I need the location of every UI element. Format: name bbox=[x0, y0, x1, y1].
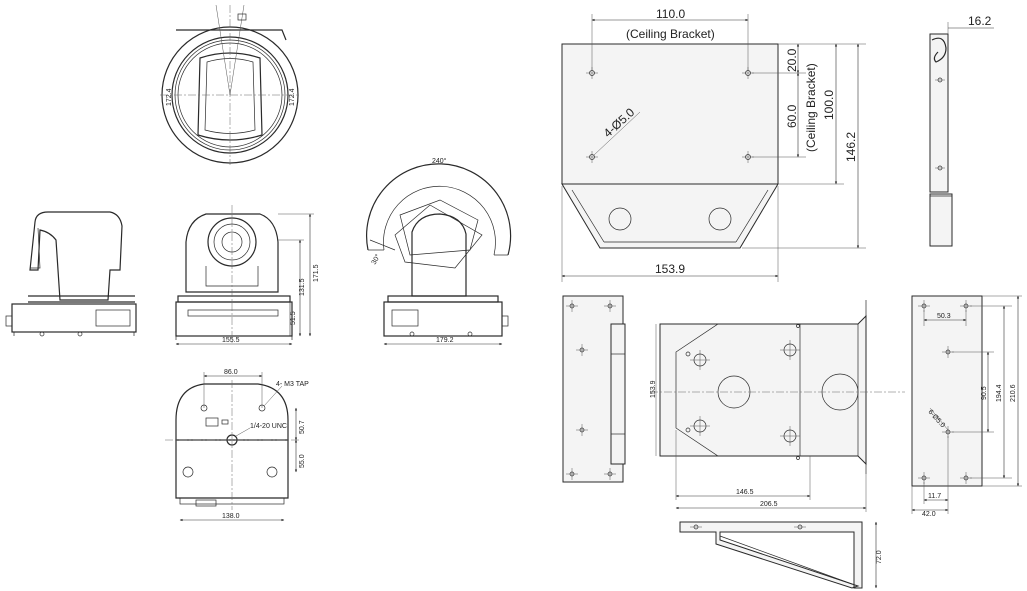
ceiling-side-thickness: 16.2 bbox=[968, 14, 992, 28]
wall-bracket-top-view: 153.9 146.5 206.5 bbox=[650, 300, 905, 512]
bottom-dim-a: 50.7 bbox=[299, 420, 306, 434]
bottom-unc-label: 1/4-20 UNC bbox=[250, 423, 287, 430]
front-height-total: 171.5 bbox=[313, 264, 320, 282]
top-dim-left: 172.4 bbox=[166, 88, 173, 106]
ceiling-hole-spacing: 110.0 bbox=[656, 7, 685, 21]
ceiling-bracket-side: 16.2 bbox=[929, 14, 994, 247]
top-dim-right: 172.4 bbox=[289, 88, 296, 106]
bottom-width: 138.0 bbox=[222, 513, 240, 520]
wall-inner-width: 146.5 bbox=[736, 489, 754, 496]
wall-plate-vert-a: 90.5 bbox=[981, 386, 988, 400]
wall-top-holes bbox=[685, 324, 800, 460]
bottom-top-width: 86.0 bbox=[224, 369, 238, 376]
camera-top-view: 172.4 172.4 bbox=[160, 4, 300, 165]
wall-side-holes bbox=[566, 300, 616, 480]
front-height-mid: 131.5 bbox=[299, 278, 306, 296]
wall-plate-vert-b: 194.4 bbox=[996, 384, 1003, 402]
ceiling-height: 146.2 bbox=[844, 132, 858, 162]
camera-side-view bbox=[5, 211, 137, 337]
wall-plate-edge-a: 11.7 bbox=[928, 493, 941, 500]
front-height-base: 51.5 bbox=[290, 311, 297, 325]
ceiling-vert-mid-note: (Ceiling Bracket) bbox=[804, 63, 818, 152]
wall-plate-hole-spacing: 50.3 bbox=[937, 313, 951, 320]
camera-bottom-view: 86.0 4- M3 TAP 1/4-20 UNC 50.7 55.0 138.… bbox=[165, 369, 309, 522]
tilt-small-angle: 30° bbox=[370, 253, 382, 266]
tilt-angle: 240° bbox=[432, 157, 447, 165]
wall-depth: 72.0 bbox=[876, 550, 883, 564]
bottom-dim-b: 55.0 bbox=[299, 454, 306, 468]
wall-height: 153.9 bbox=[650, 380, 657, 398]
camera-front-view: 155.5 171.5 131.5 51.5 bbox=[175, 205, 320, 346]
ceiling-hole-spacing-note: (Ceiling Bracket) bbox=[626, 27, 715, 41]
camera-tilt-view: 240° 30° 179.2 bbox=[365, 157, 512, 346]
wall-plate-right: 50.3 90.5 194.4 210.6 6-Ø5.0 11.7 42.0 bbox=[911, 295, 1022, 518]
bottom-tap-label: 4- M3 TAP bbox=[276, 381, 309, 388]
ceiling-vert-inner: 100.0 bbox=[822, 90, 836, 120]
wall-outer-width: 206.5 bbox=[760, 501, 778, 508]
front-width: 155.5 bbox=[222, 337, 240, 344]
wall-plate-vert-c: 210.6 bbox=[1010, 384, 1017, 402]
ceiling-bracket-front: 110.0 (Ceiling Bracket) 4-Ø5.0 20.0 60.0… bbox=[561, 7, 866, 282]
wall-bracket-profile: 72.0 bbox=[679, 521, 883, 589]
ceiling-vert-mid: 60.0 bbox=[785, 104, 799, 128]
wall-plate-edge-b: 42.0 bbox=[922, 511, 936, 518]
ceiling-width: 153.9 bbox=[655, 262, 685, 276]
wall-bracket-side-plate bbox=[562, 295, 626, 483]
tilt-width: 179.2 bbox=[436, 337, 454, 344]
ceiling-vert-top: 20.0 bbox=[785, 48, 799, 72]
